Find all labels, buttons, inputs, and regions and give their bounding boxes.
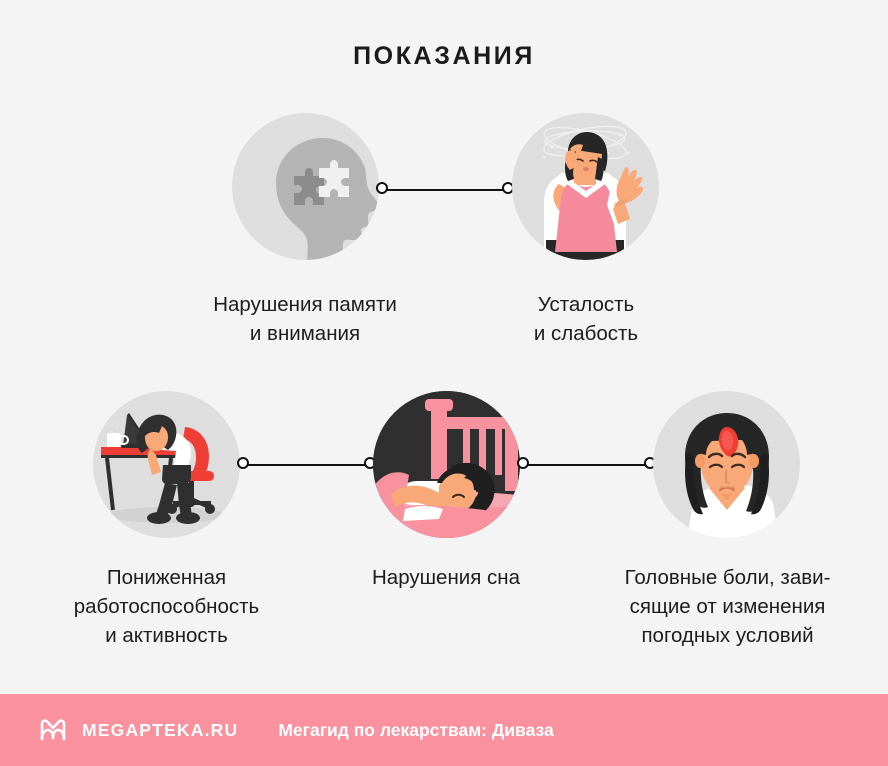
head-puzzle-icon [276, 138, 379, 260]
icon-circle-headache [653, 391, 800, 538]
caption-memory: Нарушения памяти и внимания [213, 293, 397, 345]
headache-woman-icon [685, 413, 779, 538]
connector-line [524, 464, 649, 466]
caption-sleep: Нарушения сна [371, 566, 520, 589]
megapteka-m-logo-icon [38, 715, 68, 745]
connector-dot-left [517, 457, 529, 469]
connector-performance-sleep [237, 457, 376, 473]
caption-performance: Пониженная работоспособность и активност… [73, 566, 260, 647]
connector-line [383, 189, 507, 191]
insomnia-in-bed-icon [373, 391, 520, 538]
icon-circle-fatigue [512, 113, 659, 260]
footer-tagline: Мегагид по лекарствам: Диваза [278, 719, 554, 740]
icon-circle-memory [232, 113, 379, 260]
caption-headache: Головные боли, зави- сящие от изменения … [624, 566, 831, 647]
caption-fatigue: Усталость и слабость [533, 293, 639, 345]
brand-name: MEGAPTEKA.RU [82, 719, 239, 740]
footer-bar: MEGAPTEKA.RU Мегагид по лекарствам: Дива… [0, 694, 888, 766]
icon-circle-performance [93, 391, 240, 538]
connector-dot-left [237, 457, 249, 469]
dizzy-woman-icon [542, 125, 643, 260]
connector-memory-fatigue [376, 182, 514, 198]
icon-circle-sleep [373, 391, 520, 538]
connector-dot-left [376, 182, 388, 194]
tired-at-desk-icon [101, 413, 227, 524]
connector-line [244, 464, 369, 466]
connector-sleep-headache [517, 457, 656, 473]
page-title: ПОКАЗАНИЯ [353, 42, 535, 70]
